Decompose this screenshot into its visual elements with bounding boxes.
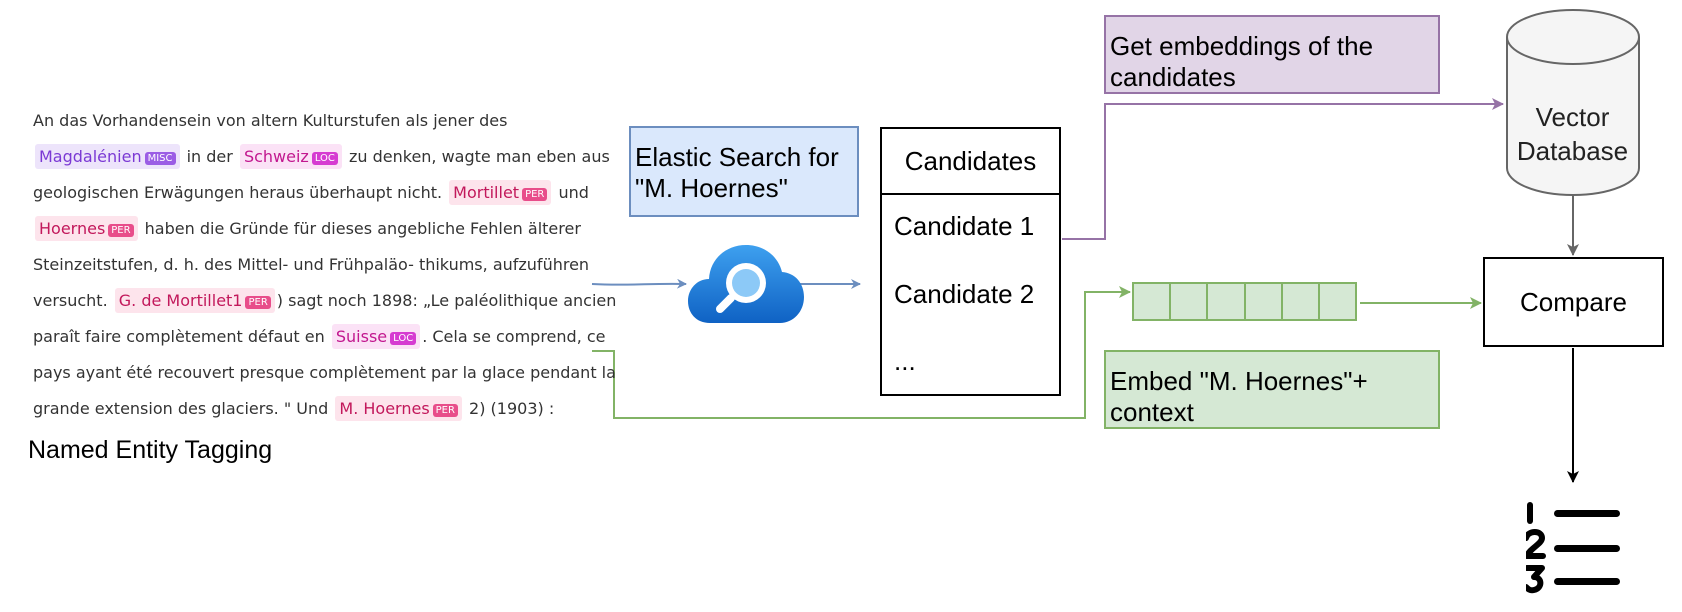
vector-cell [1132,282,1172,321]
entity-text: M. Hoernes [339,399,430,418]
ner-text-span: ) sagt noch 1898: „Le paléolithique anci… [276,291,617,310]
compare-box: Compare [1483,257,1664,347]
elastic-search-box: Elastic Search for "M. Hoernes" [629,126,859,217]
cloud-search-icon [688,245,804,323]
candidates-header: Candidates [880,127,1061,195]
vector-database-cylinder [1506,9,1640,196]
entity-text: Schweiz [243,147,309,166]
entity-text: Mortillet [453,183,520,202]
entity-text: Magdalénien [39,147,142,166]
vector-cell [1206,282,1246,321]
entity-tag: LOC [390,332,417,345]
candidate-item: Candidate 2 [894,279,1035,309]
ner-line-5: Steinzeitstufen, d. h. des Mittel- und F… [33,255,590,274]
ner-line-1: An das Vorhandensein von altern Kulturst… [33,111,508,130]
candidate-item: ... [894,346,916,376]
ner-line-7: paraît faire complètement défaut en Suis… [33,319,606,355]
ner-text-span: . Cela se comprend, ce [422,327,606,346]
ner-text-block: An das Vorhandensein von altern Kulturst… [33,103,616,427]
entity-tag: MISC [144,152,176,165]
ner-line-9: grande extension des glaciers. " Und M. … [33,391,593,427]
ner-line-8: pays ayant été recouvert presque complèt… [33,363,616,382]
embedding-vector [1132,282,1358,321]
ner-text-span: versucht. [33,291,113,310]
entity-tag: PER [108,224,134,237]
vector-cell [1243,282,1283,321]
candidate-item: Candidate 1 [894,211,1035,241]
entity-tag: PER [432,404,458,417]
vector-cell [1169,282,1209,321]
ner-text-span: grande extension des glaciers. " Und [33,399,334,418]
entity-text: Suisse [335,327,388,346]
ranked-list-icon [1526,502,1620,594]
vector-cell [1280,282,1320,321]
entity-tag: PER [245,296,271,309]
arrow-text-to-search [591,278,687,289]
arrow-candidates-to-database [1062,98,1504,240]
ner-text-span: paraît faire complètement défaut en [33,327,330,346]
ner-text-span: zu denken, wagte man eben aus [343,147,610,166]
ner-text-span: 2) (1903) : [463,399,555,418]
entity-text: Hoernes [39,219,106,238]
entity-tag: PER [522,188,548,201]
ner-text-span: geologischen Erwägungen heraus überhaupt… [33,183,448,202]
ner-text-span: in der [181,147,238,166]
entity-text: G. de Mortillet1 [118,291,243,310]
embed-candidates-box: Get embeddings of the candidates [1104,15,1440,94]
embed-mention-box: Embed "M. Hoernes"+ context [1104,350,1440,429]
ner-text-span: und [553,183,589,202]
entity-tag: LOC [311,152,338,165]
ner-line-3: geologischen Erwägungen heraus überhaupt… [33,175,593,211]
vector-cell [1317,282,1358,321]
ner-section-title: Named Entity Tagging [28,436,273,464]
candidates-list: Candidate 1 Candidate 2 ... [880,193,1061,396]
vector-database-label: Vector Database [1516,102,1629,166]
ner-text-span: haben die Gründe für dieses angebliche F… [139,219,581,238]
arrow-text-to-vector [592,286,1131,419]
